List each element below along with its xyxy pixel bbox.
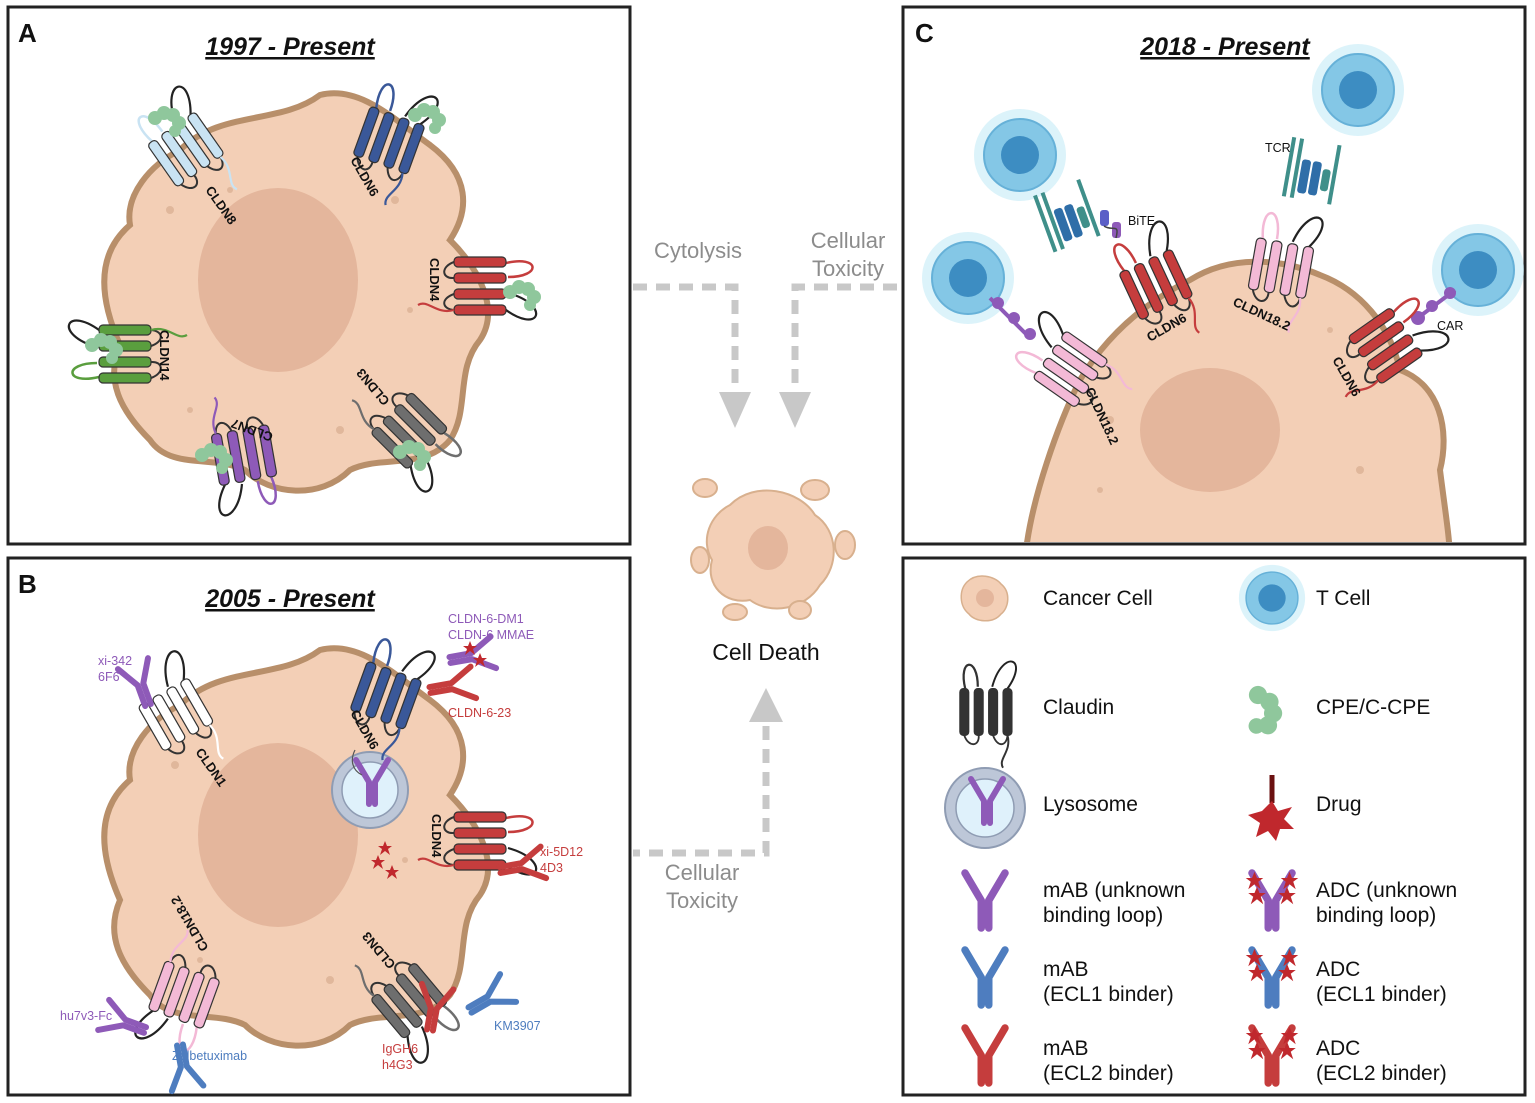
- car-construct: [1411, 287, 1457, 325]
- panel-c: C 2018 - Present BiTE TCR: [901, 5, 1527, 546]
- label-iggh6: IgGH6: [382, 1042, 418, 1056]
- label-xi-5d12: xi-5D12: [540, 845, 583, 859]
- t-cell-icon: [1238, 564, 1306, 632]
- panel-b: B 2005 - Present CLDN1 CLDN6 CLDN4 CLDN1…: [6, 556, 632, 1097]
- lysosome: [331, 751, 409, 829]
- label-bite: BiTE: [1128, 214, 1155, 228]
- legend-t-cell: T Cell: [1316, 587, 1370, 610]
- label-tcr: TCR: [1265, 141, 1291, 155]
- nucleus: [1140, 368, 1280, 492]
- legend-mab-unknown-1: mAB (unknown: [1043, 879, 1185, 902]
- label-4d3: 4D3: [540, 861, 563, 875]
- legend-adc-unknown-2: binding loop): [1316, 904, 1436, 927]
- arrowhead: [749, 688, 783, 722]
- flow-center: Cytolysis Cellular Toxicity Cell Death C…: [633, 228, 897, 913]
- arrowhead: [779, 392, 811, 428]
- t-cell: [1431, 223, 1525, 317]
- bite-construct: [1100, 210, 1121, 239]
- legend-adc-ecl2-2: (ECL2 binder): [1316, 1062, 1447, 1085]
- label-zolbetuximab: Zolbetuximab: [172, 1049, 247, 1063]
- label-cldn-6-mmae: CLDN-6 MMAE: [448, 628, 534, 642]
- legend-cancer-cell: Cancer Cell: [1043, 587, 1153, 610]
- t-cell: [973, 108, 1067, 202]
- label-car: CAR: [1437, 319, 1463, 333]
- panel-a-letter: A: [18, 18, 37, 48]
- arrow-cellular-toxicity-b: [633, 726, 770, 857]
- label-h4g3: h4G3: [382, 1058, 413, 1072]
- legend-lysosome: Lysosome: [1043, 793, 1138, 816]
- legend-adc-ecl1-2: (ECL1 binder): [1316, 983, 1447, 1006]
- arrowhead: [719, 392, 751, 428]
- panel-a-title: 1997 - Present: [205, 33, 376, 61]
- cancer-cell-icon: [960, 575, 1009, 622]
- arrow-cytolysis: [633, 283, 739, 392]
- t-cell: [1311, 43, 1405, 137]
- label-cldn-6-23: CLDN-6-23: [448, 706, 511, 720]
- panel-b-letter: B: [18, 569, 37, 599]
- cytoplasm-dots: [166, 187, 413, 434]
- arrow-cellular-toxicity-c: [791, 283, 897, 392]
- label-cell-death: Cell Death: [712, 639, 819, 665]
- legend-mab-ecl2-1: mAB: [1043, 1037, 1089, 1060]
- legend-adc-ecl2-1: ADC: [1316, 1037, 1360, 1060]
- label-xi-342: xi-342: [98, 654, 132, 668]
- legend-mab-ecl2-2: (ECL2 binder): [1043, 1062, 1174, 1085]
- label-cellular-a: Cellular: [811, 228, 886, 253]
- label-cldn-6-dm1: CLDN-6-DM1: [448, 612, 524, 626]
- label-toxicity-b: Toxicity: [666, 888, 738, 913]
- label-cldn14: CLDN14: [157, 330, 172, 381]
- dead-cell-icon: [690, 478, 856, 621]
- legend-claudin: Claudin: [1043, 696, 1114, 719]
- legend-cpe: CPE/C-CPE: [1316, 696, 1430, 719]
- panel-a: A 1997 - Present CLDN8 CLDN6 CLDN4 CLDN1…: [6, 5, 632, 546]
- panel-c-letter: C: [915, 18, 934, 48]
- legend-adc-ecl1-1: ADC: [1316, 958, 1360, 981]
- panel-b-title: 2005 - Present: [204, 585, 376, 613]
- label-hu7v3-fc: hu7v3-Fc: [60, 1009, 112, 1023]
- lysosome-icon: [944, 767, 1026, 849]
- label-cldn4: CLDN4: [429, 814, 444, 858]
- label-km3907: KM3907: [494, 1019, 541, 1033]
- internalization-arrow: [351, 749, 363, 776]
- label-cytolysis: Cytolysis: [654, 238, 742, 263]
- label-cellular-b: Cellular: [665, 860, 740, 885]
- panel-c-title: 2018 - Present: [1139, 33, 1311, 61]
- label-toxicity-a: Toxicity: [812, 256, 884, 281]
- legend-mab-unknown-2: binding loop): [1043, 904, 1163, 927]
- drug-icon: [1248, 775, 1294, 841]
- label-cldn4: CLDN4: [427, 258, 442, 302]
- car-construct: [988, 296, 1036, 340]
- label-6f6: 6F6: [98, 670, 120, 684]
- nucleus: [198, 743, 358, 927]
- legend-adc-unknown-1: ADC (unknown: [1316, 879, 1457, 902]
- legend: Cancer Cell T Cell Claudin CPE/C-CPE Lys…: [901, 556, 1527, 1097]
- nucleus: [198, 188, 358, 372]
- legend-drug: Drug: [1316, 793, 1362, 816]
- legend-mab-ecl1-2: (ECL1 binder): [1043, 983, 1174, 1006]
- legend-mab-ecl1-1: mAB: [1043, 958, 1089, 981]
